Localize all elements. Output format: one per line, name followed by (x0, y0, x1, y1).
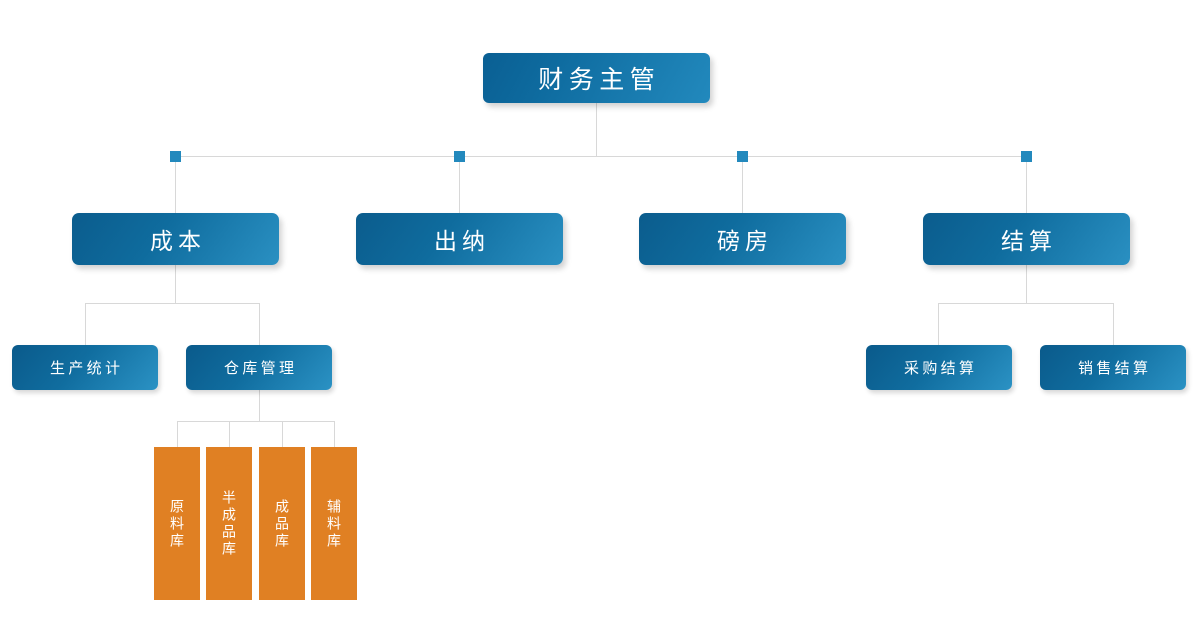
connector-warehouse-bus (177, 421, 334, 422)
node-finance-supervisor[interactable]: 财务主管 (483, 53, 710, 103)
node-finished-goods-warehouse[interactable]: 成品库 (259, 447, 305, 600)
connector-settlement-down (1026, 265, 1027, 303)
connector-cost-down (175, 265, 176, 303)
node-production-statistics[interactable]: 生产统计 (12, 345, 158, 390)
node-auxiliary-material-warehouse[interactable]: 辅料库 (311, 447, 357, 600)
joint-marker-settlement (1021, 151, 1032, 162)
node-raw-material-warehouse[interactable]: 原料库 (154, 447, 200, 600)
connector-warehouse-to-auxiliary (334, 421, 335, 447)
node-department-settlement[interactable]: 结算 (923, 213, 1130, 265)
node-department-cost[interactable]: 成本 (72, 213, 279, 265)
connector-main-bus (170, 156, 1028, 157)
connector-cost-bus (85, 303, 260, 304)
connector-settlement-to-sales (1113, 303, 1114, 345)
connector-bus-to-cost (175, 156, 176, 213)
node-sales-settlement[interactable]: 销售结算 (1040, 345, 1186, 390)
node-semi-finished-warehouse[interactable]: 半成品库 (206, 447, 252, 600)
connector-warehouse-to-semi (229, 421, 230, 447)
connector-root-down (596, 103, 597, 156)
connector-settlement-to-purchase (938, 303, 939, 345)
connector-bus-to-settlement (1026, 156, 1027, 213)
connector-warehouse-to-finished (282, 421, 283, 447)
connector-cost-to-production (85, 303, 86, 345)
joint-marker-weighroom (737, 151, 748, 162)
node-department-weighroom[interactable]: 磅房 (639, 213, 846, 265)
joint-marker-cashier (454, 151, 465, 162)
node-warehouse-management[interactable]: 仓库管理 (186, 345, 332, 390)
node-department-cashier[interactable]: 出纳 (356, 213, 563, 265)
node-purchase-settlement[interactable]: 采购结算 (866, 345, 1012, 390)
connector-cost-to-warehouse-mgmt (259, 303, 260, 345)
connector-warehouse-to-raw (177, 421, 178, 447)
connector-warehouse-mgmt-down (259, 390, 260, 421)
joint-marker-cost (170, 151, 181, 162)
connector-bus-to-weighroom (742, 156, 743, 213)
connector-bus-to-cashier (459, 156, 460, 213)
connector-settlement-bus (938, 303, 1113, 304)
